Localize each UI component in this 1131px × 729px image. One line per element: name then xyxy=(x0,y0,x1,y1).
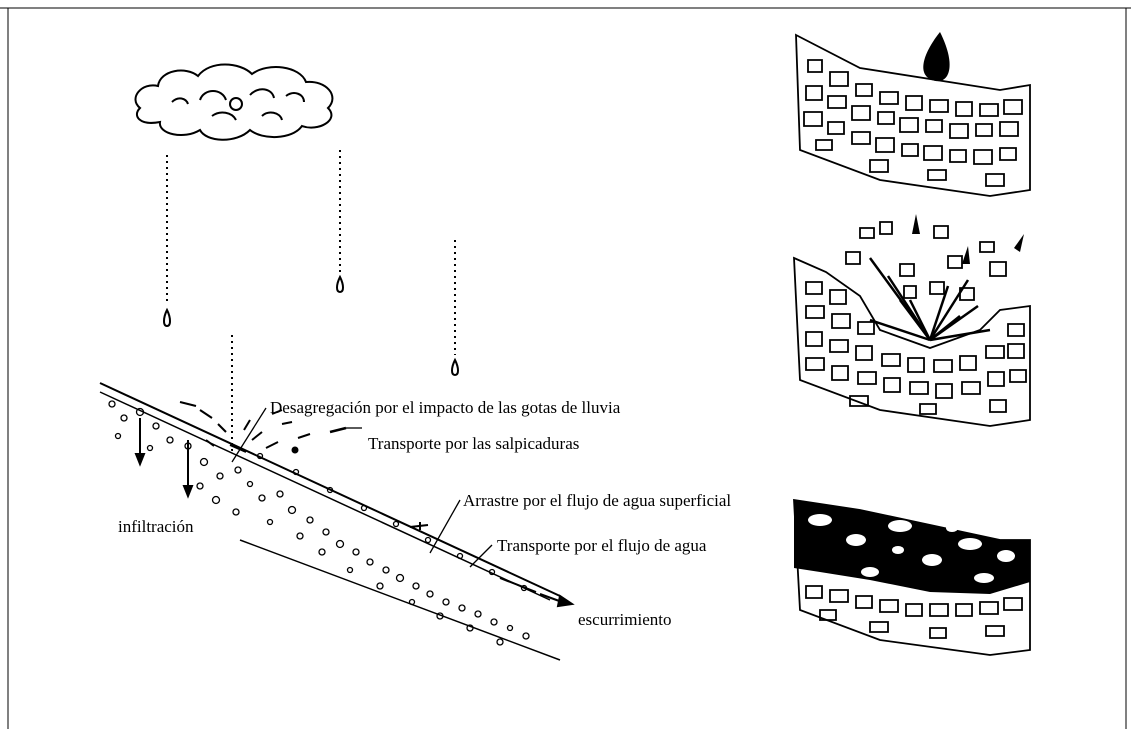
label-flow-transport: Transporte por el flujo de agua xyxy=(497,536,707,555)
cloud-icon xyxy=(135,65,332,140)
soil-block-impact-splash xyxy=(794,222,1030,426)
raindrop-icon xyxy=(337,277,343,292)
label-runoff: escurrimiento xyxy=(578,610,671,629)
raindrop-icon xyxy=(923,32,949,81)
splash-rays xyxy=(870,258,990,340)
splash-drop-icons xyxy=(912,214,1024,264)
raindrop-icon xyxy=(452,360,458,375)
label-detachment: Desagregación por el impacto de las gota… xyxy=(270,398,621,417)
raindrop-icons xyxy=(164,277,458,375)
label-splash-transport: Transporte por las salpicaduras xyxy=(368,434,579,453)
raindrop-icon xyxy=(164,310,170,326)
soil-block-before-impact xyxy=(796,35,1030,196)
soil-block-sealed-crust xyxy=(794,500,1030,655)
label-infiltration: infiltración xyxy=(118,517,194,536)
label-surface-flow-drag: Arrastre por el flujo de agua superficia… xyxy=(463,491,731,510)
